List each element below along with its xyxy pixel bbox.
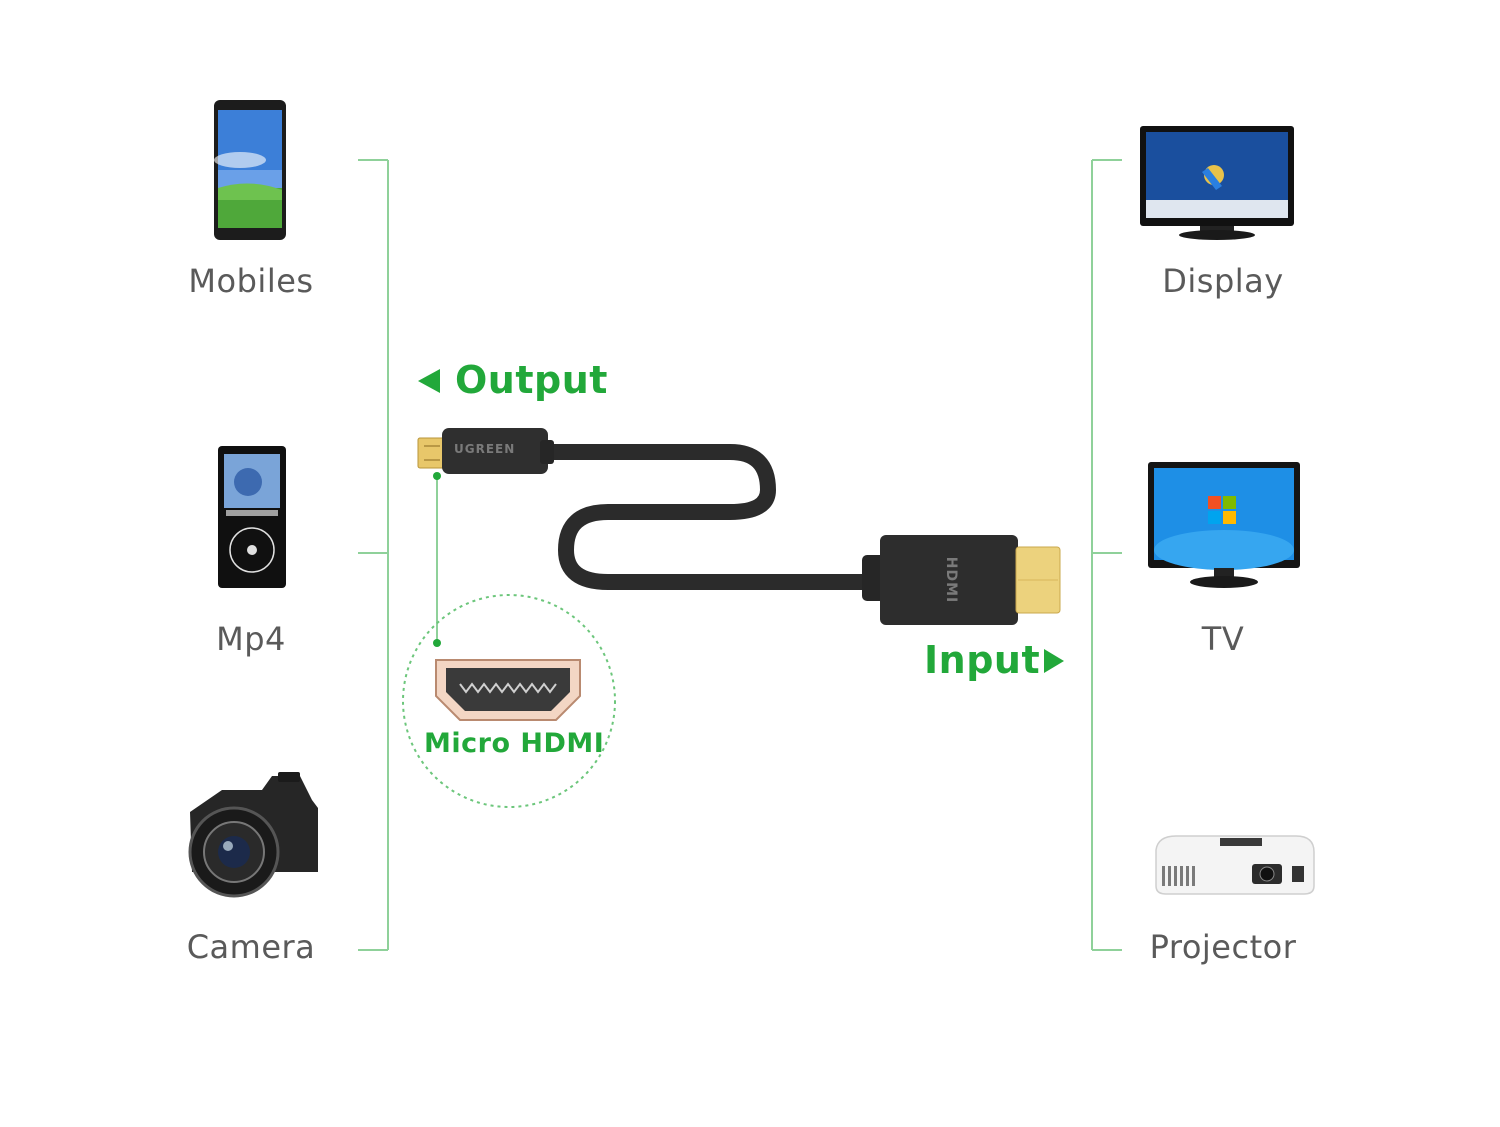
label-projector: Projector xyxy=(1149,928,1297,966)
label-tv: TV xyxy=(1201,620,1245,658)
micro-hdmi-port-icon xyxy=(435,659,581,721)
micro-hdmi-callout-circle xyxy=(402,594,616,808)
input-label: Input xyxy=(924,638,1041,682)
label-mp4: Mp4 xyxy=(216,620,286,658)
input-arrow-icon xyxy=(1044,649,1064,673)
label-camera: Camera xyxy=(186,928,316,966)
projector-icon xyxy=(1155,835,1315,895)
output-arrow-icon xyxy=(418,369,440,393)
label-mobiles: Mobiles xyxy=(188,262,314,300)
mp4-player-icon xyxy=(218,446,286,588)
hdmi-brand-text: HDMI xyxy=(943,556,960,604)
hdmi-plug xyxy=(862,535,1061,625)
micro-hdmi-plug xyxy=(417,428,554,474)
tv-icon xyxy=(1148,462,1300,588)
hdmi-cable xyxy=(540,444,874,590)
ugreen-brand-text: UGREEN xyxy=(454,442,516,456)
mobile-phone-icon xyxy=(214,100,286,240)
camera-icon xyxy=(188,772,318,898)
left-bracket xyxy=(358,159,389,951)
micro-hdmi-label: Micro HDMI xyxy=(424,728,605,759)
label-display: Display xyxy=(1162,262,1284,300)
right-bracket xyxy=(1091,159,1122,951)
display-monitor-icon xyxy=(1140,126,1294,240)
output-label: Output xyxy=(455,358,608,402)
